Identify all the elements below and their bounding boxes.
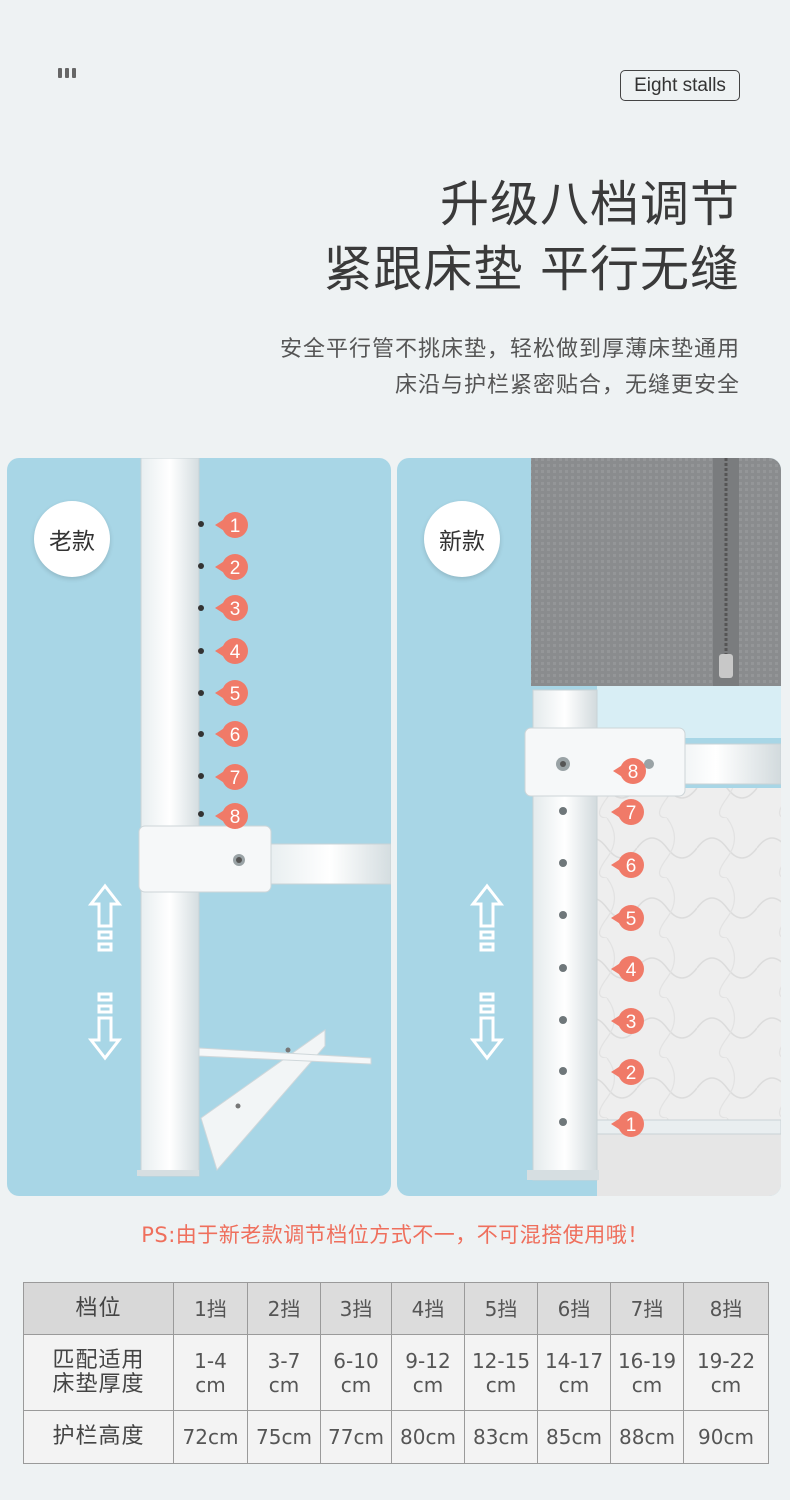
gear-marker: 3 [611, 1008, 644, 1034]
height-cell: 80cm [391, 1410, 465, 1464]
thickness-unit: cm [268, 1372, 300, 1397]
gear-marker-label: 2 [626, 1063, 637, 1084]
thickness-unit: cm [558, 1372, 590, 1397]
gear-marker-label: 3 [230, 599, 241, 620]
old-model-illustration: 1 2 3 4 5 6 7 [87, 458, 391, 1177]
thickness-range: 9-12 [405, 1348, 451, 1373]
row-label-gear: 档位 [23, 1282, 174, 1335]
thickness-unit: cm [412, 1372, 444, 1397]
thickness-range: 3-7 [267, 1348, 301, 1373]
height-cell: 90cm [683, 1410, 769, 1464]
row-label-thickness-line-2: 床垫厚度 [52, 1371, 145, 1397]
old-model-panel: 1 2 3 4 5 6 7 [7, 458, 391, 1196]
gear-cell: 7挡 [610, 1282, 684, 1335]
headline-line-2: 紧跟床垫 平行无缝 [323, 241, 740, 298]
gear-marker-label: 6 [230, 725, 241, 746]
compatibility-note: PS:由于新老款调节档位方式不一，不可混搭使用哦！ [141, 1223, 649, 1247]
new-model-panel: 8 7 6 5 4 3 2 [397, 458, 781, 1196]
gear-marker: 7 [611, 799, 644, 825]
gear-marker: 8 [215, 803, 248, 829]
gear-marker-label: 1 [626, 1115, 637, 1136]
gear-marker-label: 5 [626, 909, 637, 930]
gear-marker: 7 [215, 764, 248, 790]
gear-cell: 3挡 [320, 1282, 392, 1335]
height-cell: 88cm [610, 1410, 684, 1464]
thickness-unit: cm [485, 1372, 517, 1397]
gear-marker-label: 6 [626, 856, 637, 877]
gear-marker: 5 [215, 680, 248, 706]
gear-marker: 1 [215, 512, 248, 538]
gear-cell: 4挡 [391, 1282, 465, 1335]
spec-table: 档位 1挡 2挡 3挡 4挡 5挡 6挡 7挡 8挡 匹配适用 床垫厚度 1-4… [23, 1282, 769, 1464]
gear-cell: 1挡 [173, 1282, 248, 1335]
gear-cell: 8挡 [683, 1282, 769, 1335]
gear-cell: 2挡 [247, 1282, 321, 1335]
gear-marker: 8 [613, 758, 646, 784]
table-row: 档位 1挡 2挡 3挡 4挡 5挡 6挡 7挡 8挡 [23, 1282, 769, 1335]
height-cell: 77cm [320, 1410, 392, 1464]
thickness-range: 1-4 [194, 1348, 227, 1373]
gear-marker-label: 8 [230, 807, 241, 828]
new-model-badge: 新款 [424, 501, 500, 577]
row-label-thickness-line-1: 匹配适用 [52, 1347, 145, 1373]
menu-dots-icon [58, 68, 76, 78]
thickness-unit: cm [195, 1372, 226, 1397]
new-model-illustration: 8 7 6 5 4 3 2 [469, 458, 781, 1196]
table-row: 护栏高度 72cm 75cm 77cm 80cm 83cm 85cm 88cm … [23, 1410, 769, 1464]
eight-stalls-tag: Eight stalls [620, 70, 740, 101]
thickness-range: 12-15 [471, 1348, 531, 1373]
gear-marker-label: 1 [230, 516, 241, 537]
gear-marker: 4 [215, 638, 248, 664]
gear-marker-label: 5 [230, 684, 241, 705]
gear-marker: 6 [215, 721, 248, 747]
gear-marker-label: 8 [628, 762, 639, 783]
thickness-unit: cm [340, 1372, 372, 1397]
gear-marker-label: 4 [230, 642, 241, 663]
gear-marker: 6 [611, 852, 644, 878]
thickness-range: 14-17 [544, 1348, 604, 1373]
row-label-height: 护栏高度 [23, 1410, 174, 1464]
gear-marker-label: 3 [626, 1012, 637, 1033]
thickness-range: 6-10 [333, 1348, 379, 1373]
gear-marker: 5 [611, 905, 644, 931]
thickness-range: 19-22 [696, 1348, 756, 1373]
old-model-badge: 老款 [34, 501, 110, 577]
thickness-unit: cm [631, 1372, 663, 1397]
old-gear-markers: 1 2 3 4 5 6 7 [215, 512, 248, 829]
gear-marker: 2 [611, 1059, 644, 1085]
height-cell: 72cm [173, 1410, 248, 1464]
new-gear-markers: 8 7 6 5 4 3 2 [611, 758, 646, 1137]
gear-marker: 2 [215, 554, 248, 580]
headline-line-1: 升级八档调节 [439, 176, 740, 233]
thickness-range: 16-19 [617, 1348, 677, 1373]
gear-marker-label: 7 [626, 803, 637, 824]
height-cell: 85cm [537, 1410, 611, 1464]
subtitle-line-2: 床沿与护栏紧密贴合，无缝更安全 [394, 373, 740, 398]
gear-marker: 1 [611, 1111, 644, 1137]
gear-marker-label: 4 [626, 960, 637, 981]
gear-marker: 3 [215, 595, 248, 621]
height-cell: 75cm [247, 1410, 321, 1464]
gear-marker-label: 2 [230, 558, 241, 579]
gear-marker: 4 [611, 956, 644, 982]
gear-marker-label: 7 [230, 768, 241, 789]
gear-cell: 6挡 [537, 1282, 611, 1335]
thickness-unit: cm [710, 1372, 742, 1397]
height-cell: 83cm [464, 1410, 538, 1464]
row-label-thickness: 匹配适用 床垫厚度 [23, 1334, 174, 1411]
subtitle-line-1: 安全平行管不挑床垫，轻松做到厚薄床垫通用 [279, 337, 740, 362]
gear-cell: 5挡 [464, 1282, 538, 1335]
